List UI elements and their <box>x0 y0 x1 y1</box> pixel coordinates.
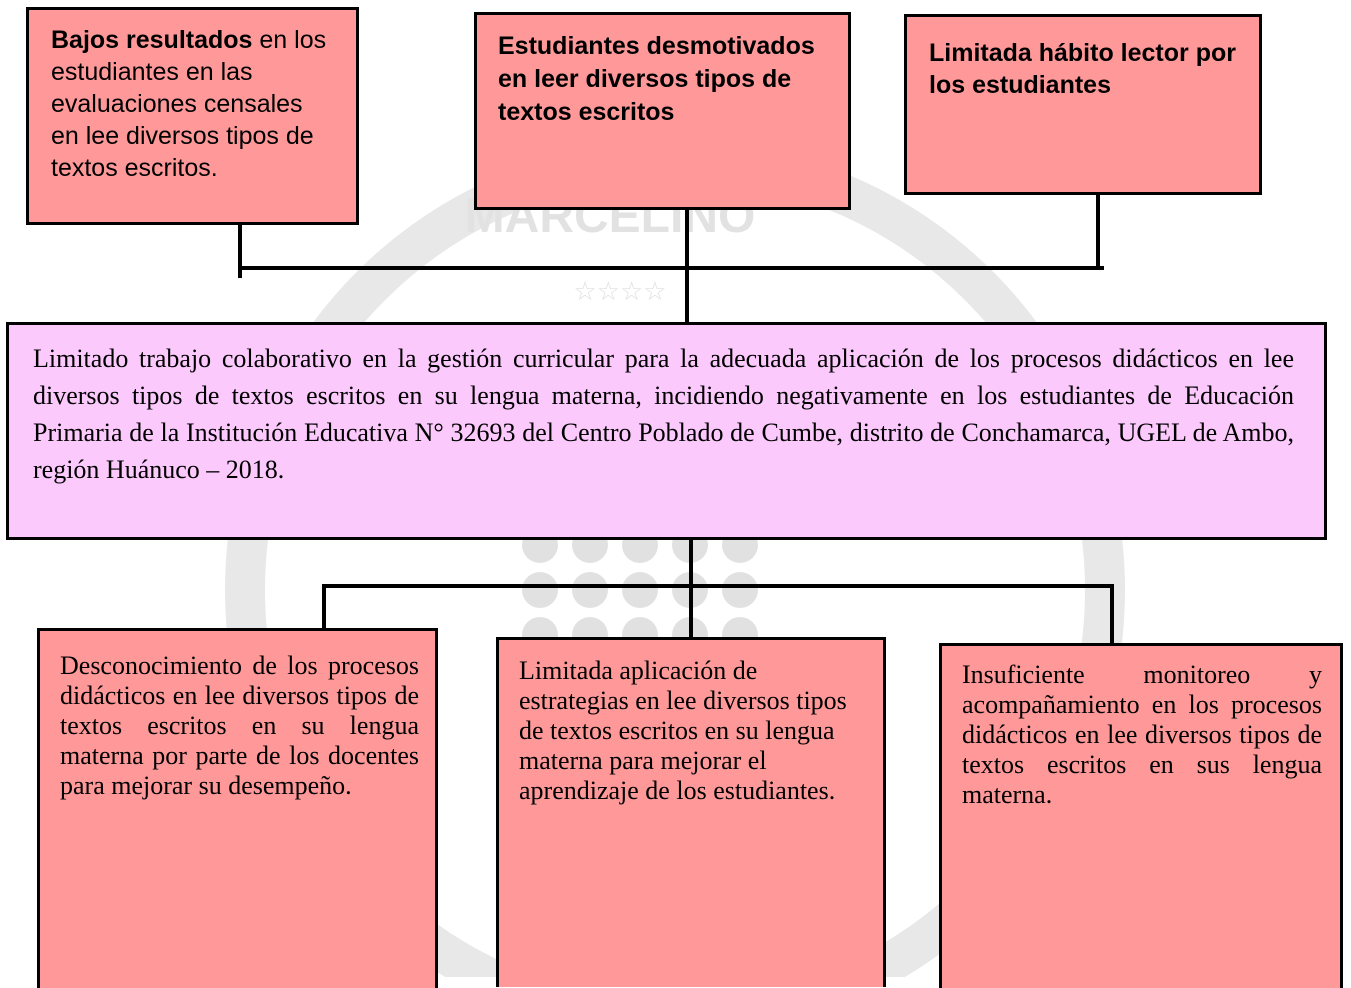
cause-2-text: Limitada aplicación de estrategias en le… <box>519 656 847 805</box>
connector-effect1-down <box>238 222 242 278</box>
effect-3-bold: Limitada hábito lector por los estudiant… <box>929 39 1236 99</box>
cause-3-text: Insuficiente monitoreo y acompañamiento … <box>962 660 1322 809</box>
effect-box-1: Bajos resultados en los estudiantes en l… <box>26 7 359 225</box>
effect-1-bold: Bajos resultados <box>51 26 253 54</box>
svg-text:☆☆☆☆: ☆☆☆☆ <box>573 277 666 307</box>
connector-problem-down <box>689 538 693 638</box>
effect-1-text: en los estudiantes en las evaluaciones c… <box>51 26 327 182</box>
effect-box-2: Estudiantes desmotivados en leer diverso… <box>474 12 851 210</box>
central-problem-text: Limitado trabajo colaborativo en la gest… <box>33 344 1294 484</box>
effect-2-bold: Estudiantes desmotivados en leer diverso… <box>498 32 815 126</box>
connector-bottom-horizontal <box>322 584 1114 588</box>
central-problem-box: Limitado trabajo colaborativo en la gest… <box>6 322 1327 540</box>
effect-box-3: Limitada hábito lector por los estudiant… <box>904 14 1262 195</box>
connector-cause1-up <box>322 584 326 630</box>
connector-effect2-to-problem <box>685 205 689 325</box>
connector-effect3-down <box>1096 193 1100 269</box>
cause-box-1: Desconocimiento de los procesos didáctic… <box>37 628 438 988</box>
connector-cause3-up <box>1110 584 1114 646</box>
connector-top-horizontal <box>238 266 1104 270</box>
cause-box-3: Insuficiente monitoreo y acompañamiento … <box>939 643 1343 988</box>
cause-1-text: Desconocimiento de los procesos didáctic… <box>60 651 419 800</box>
cause-box-2: Limitada aplicación de estrategias en le… <box>496 637 886 987</box>
